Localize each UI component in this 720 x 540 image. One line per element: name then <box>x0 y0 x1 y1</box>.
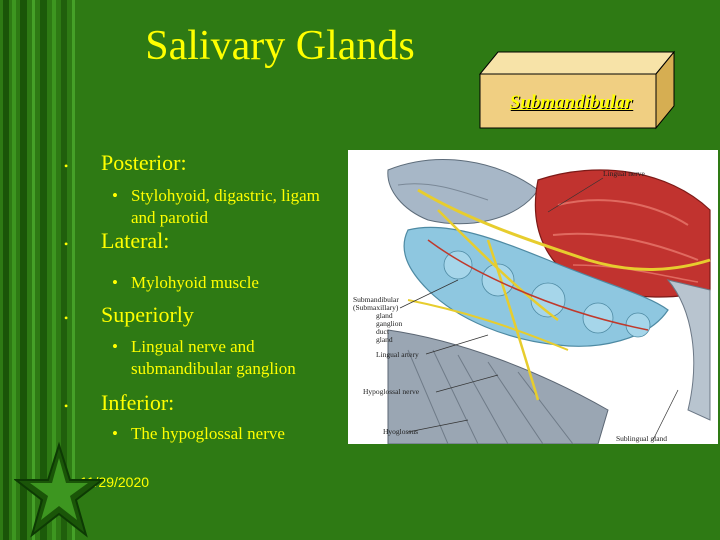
box-label: Submandibular <box>509 92 633 113</box>
label-lingual-nerve: Lingual nerve <box>603 169 646 178</box>
bullet-heading: Inferior: <box>101 390 175 415</box>
sub-bullet-item: • Lingual nerve and submandibular gangli… <box>112 336 296 380</box>
sub-bullet-item: • The hypoglossal nerve <box>112 423 285 445</box>
left-stripe-decoration <box>0 0 80 540</box>
bullet-heading: Superiorly <box>101 302 194 327</box>
sub-bullet-line: The hypoglossal nerve <box>131 424 285 443</box>
label-sublingual-gland: Sublingual gland <box>616 434 667 443</box>
sub-bullet-glyph: • <box>112 186 118 205</box>
sub-bullet-line: Mylohyoid muscle <box>131 273 259 292</box>
bullet-glyph: • <box>64 311 69 325</box>
bullet-item: • Lateral: <box>64 228 170 254</box>
bullet-item: • Posterior: <box>64 150 187 176</box>
sub-bullet-item: • Stylohyoid, digastric, ligam and parot… <box>112 185 320 229</box>
label-submandibular-line: Submandibular <box>353 295 399 304</box>
bullet-item: • Inferior: <box>64 390 175 416</box>
bullet-heading: Posterior: <box>101 150 187 175</box>
sub-bullet-line: submandibular ganglion <box>131 359 296 378</box>
label-submandibular-line: gland <box>376 311 393 320</box>
bullet-glyph: • <box>64 159 69 173</box>
sub-bullet-glyph: • <box>112 273 118 292</box>
bullet-glyph: • <box>64 399 69 413</box>
label-submandibular-line: gland <box>376 335 393 344</box>
sub-bullet-glyph: • <box>112 337 118 356</box>
slide-date: 11/29/2020 <box>80 474 150 490</box>
label-hyoglossus: Hyoglossus <box>383 427 418 436</box>
label-submandibular-line: (Submaxillary) <box>353 303 399 312</box>
bullet-heading: Lateral: <box>101 228 170 253</box>
anatomy-illustration: Lingual nerve Submandibular (Submaxillar… <box>348 150 718 444</box>
bullet-item: • Superiorly <box>64 302 194 328</box>
star-icon <box>14 441 104 538</box>
label-box-3d <box>478 50 676 130</box>
sub-bullet-line: Lingual nerve and <box>131 337 255 356</box>
slide-title: Salivary Glands <box>145 23 415 69</box>
label-lingual-artery: Lingual artery <box>376 350 419 359</box>
label-hypoglossal-nerve: Hypoglossal nerve <box>363 387 420 396</box>
label-submandibular-line: duct <box>376 327 390 336</box>
sub-bullet-line: and parotid <box>131 208 208 227</box>
sub-bullet-item: • Mylohyoid muscle <box>112 272 259 294</box>
sub-bullet-glyph: • <box>112 424 118 443</box>
label-submandibular-line: ganglion <box>376 319 402 328</box>
sub-bullet-line: Stylohyoid, digastric, ligam <box>131 186 320 205</box>
bullet-glyph: • <box>64 237 69 251</box>
